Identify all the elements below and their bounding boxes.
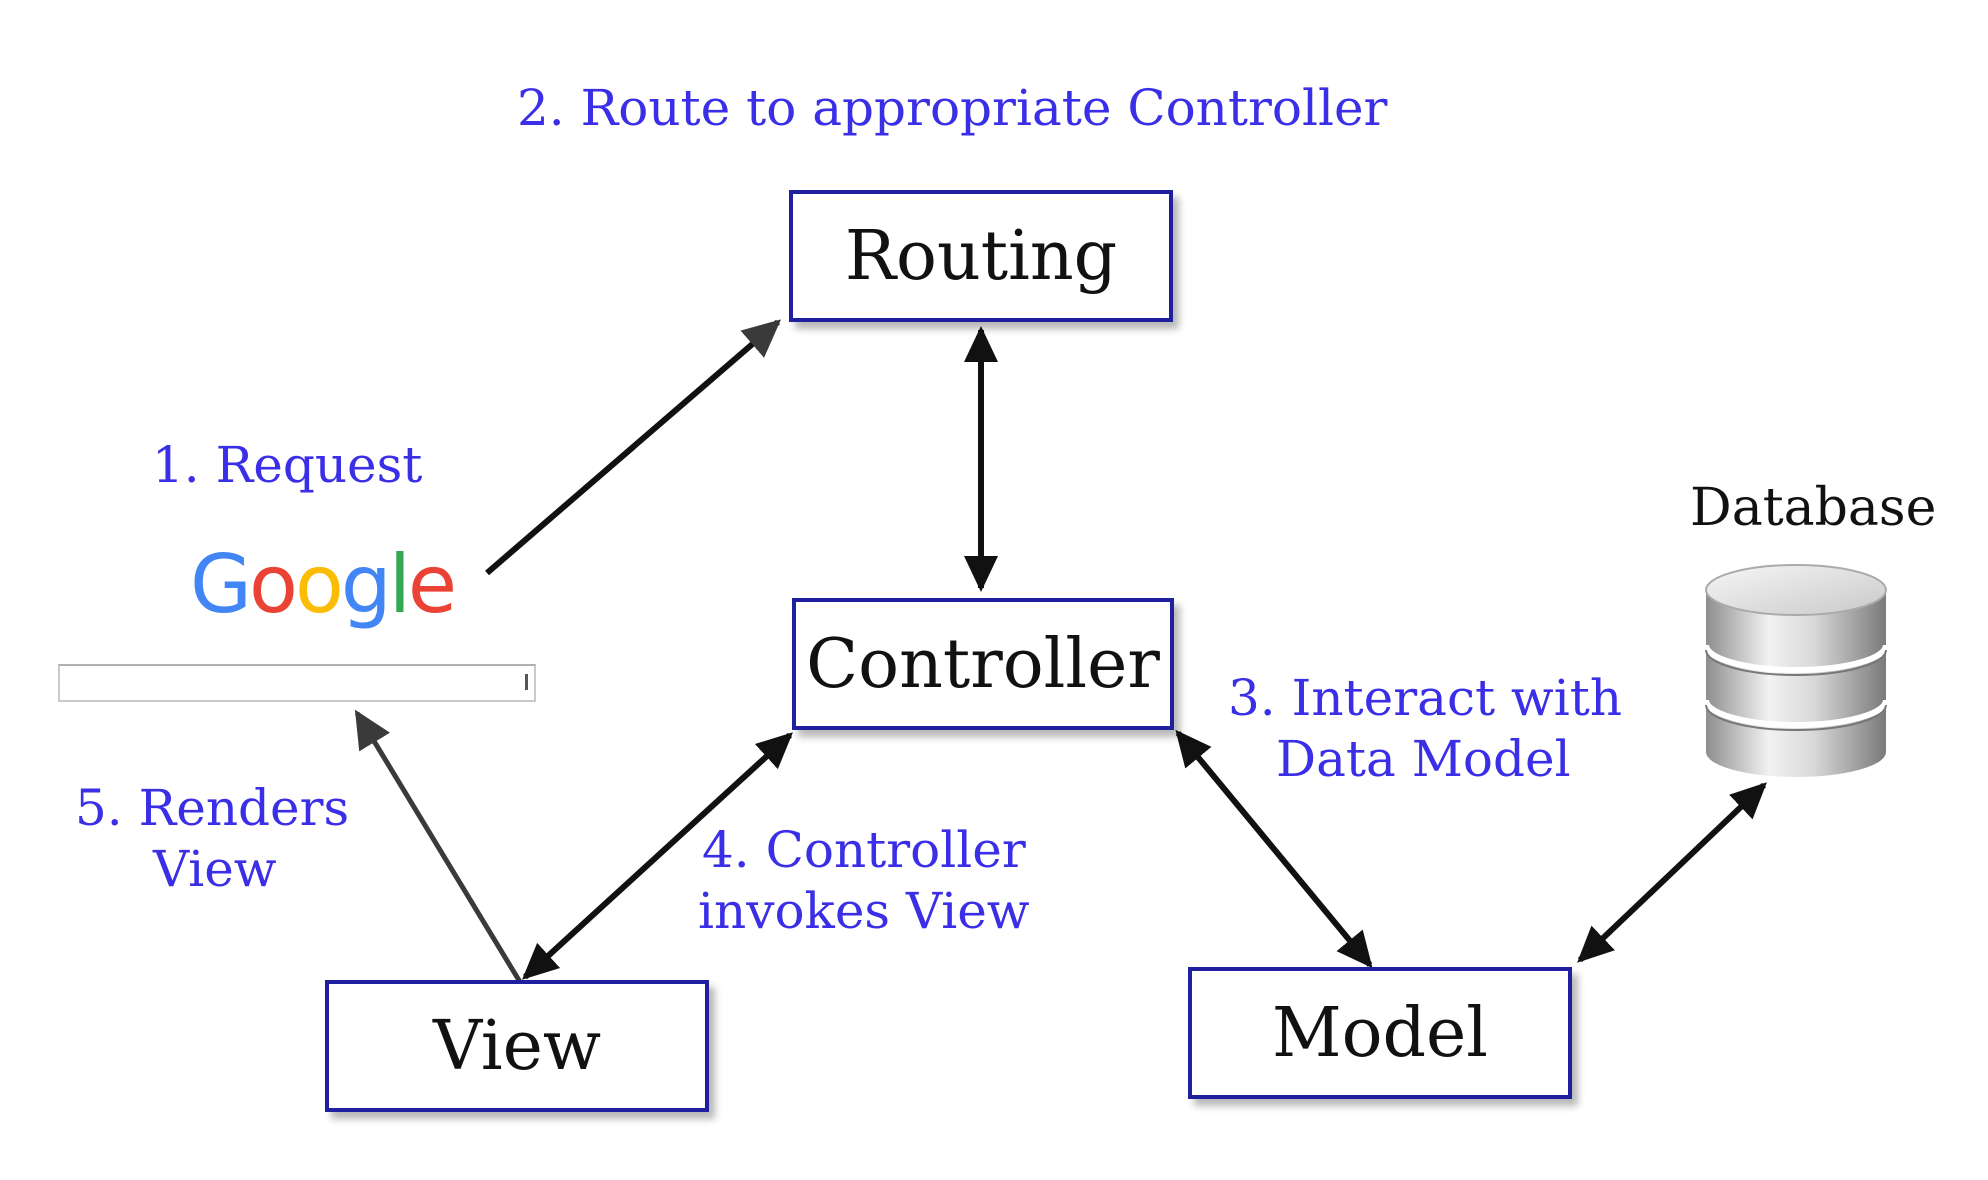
routing-node: Routing	[789, 190, 1173, 322]
logo-letter: e	[407, 538, 457, 631]
step-4-line1: 4. Controller	[702, 821, 1026, 879]
step-5-label: 5. Renders View	[75, 778, 349, 900]
controller-node: Controller	[792, 598, 1174, 730]
logo-letter: o	[294, 538, 344, 631]
step-3-label: 3. Interact with Data Model	[1228, 668, 1622, 790]
logo-letter: g	[340, 538, 392, 631]
database-label: Database	[1690, 478, 1937, 538]
routing-label: Routing	[844, 216, 1118, 296]
step-4-line2: invokes View	[698, 882, 1030, 940]
arrow-renders	[354, 709, 523, 984]
step-1-label: 1. Request	[152, 436, 423, 494]
search-input[interactable]	[58, 664, 536, 702]
logo-letter: l	[388, 538, 411, 631]
step-2-label: 2. Route to appropriate Controller	[517, 79, 1388, 137]
arrow-model-database	[1577, 782, 1767, 963]
step-5-line2: View	[153, 840, 277, 898]
step-4-label: 4. Controller invokes View	[698, 820, 1030, 942]
arrow-request	[485, 319, 782, 576]
arrow-controller-view	[522, 732, 793, 980]
logo-letter: o	[249, 538, 298, 631]
step-3-line2: Data Model	[1276, 730, 1571, 788]
step-5-line1: 5. Renders	[75, 779, 350, 837]
step-3-line1: 3. Interact with	[1228, 669, 1623, 727]
view-node: View	[325, 980, 709, 1112]
logo-letter: G	[190, 538, 252, 631]
model-label: Model	[1271, 993, 1489, 1073]
controller-label: Controller	[806, 624, 1160, 704]
view-label: View	[432, 1006, 602, 1086]
model-node: Model	[1188, 967, 1572, 1099]
text-caret	[525, 674, 528, 690]
google-logo: Google	[190, 538, 457, 631]
arrow-controller-model	[1175, 729, 1373, 969]
